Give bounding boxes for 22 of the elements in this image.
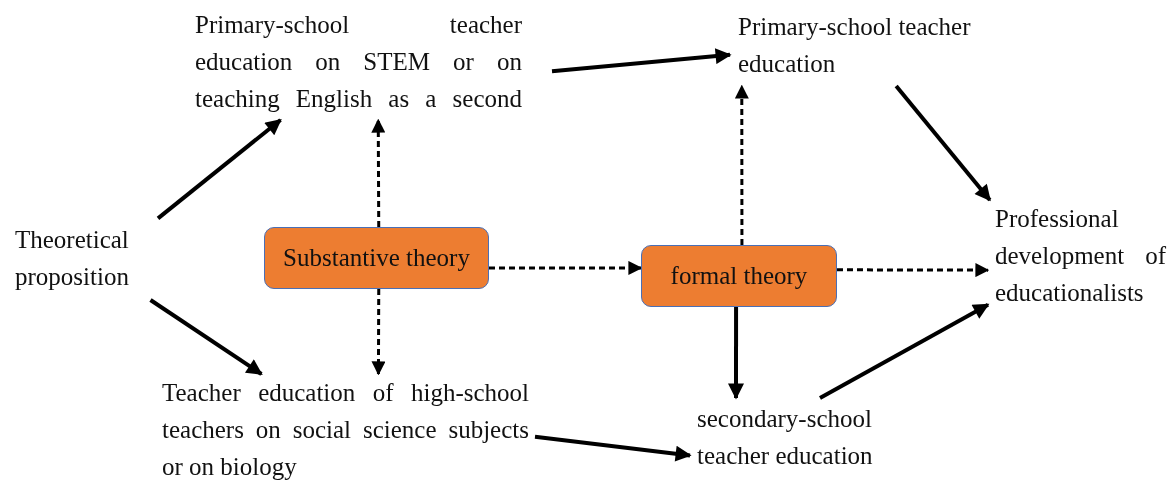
arrow	[819, 302, 990, 400]
arrow	[149, 298, 263, 376]
node-text: Professional development of educationalists	[995, 204, 1166, 308]
node-text: Primary-school teacher education on STEM or on teaching English as a second	[195, 10, 522, 114]
arrow	[371, 118, 386, 227]
process-box	[264, 227, 489, 289]
node-text: Theoretical proposition	[15, 225, 130, 292]
node-text: secondary-school teacher education	[697, 404, 874, 471]
arrow	[534, 434, 692, 462]
node-text: Primary-school teacher education	[738, 12, 972, 79]
arrow	[156, 118, 282, 220]
arrow	[734, 84, 749, 245]
arrow	[837, 263, 990, 278]
process-box	[641, 245, 837, 307]
arrow	[551, 48, 732, 74]
box-label: Substantive theory	[283, 244, 470, 272]
arrow	[371, 289, 386, 376]
box-label: formal theory	[670, 262, 808, 290]
arrow	[894, 84, 992, 202]
node-text: Teacher education of high-school teachers on social science subjects or on biology	[162, 378, 529, 482]
arrow	[489, 260, 643, 275]
arrow	[728, 307, 744, 400]
